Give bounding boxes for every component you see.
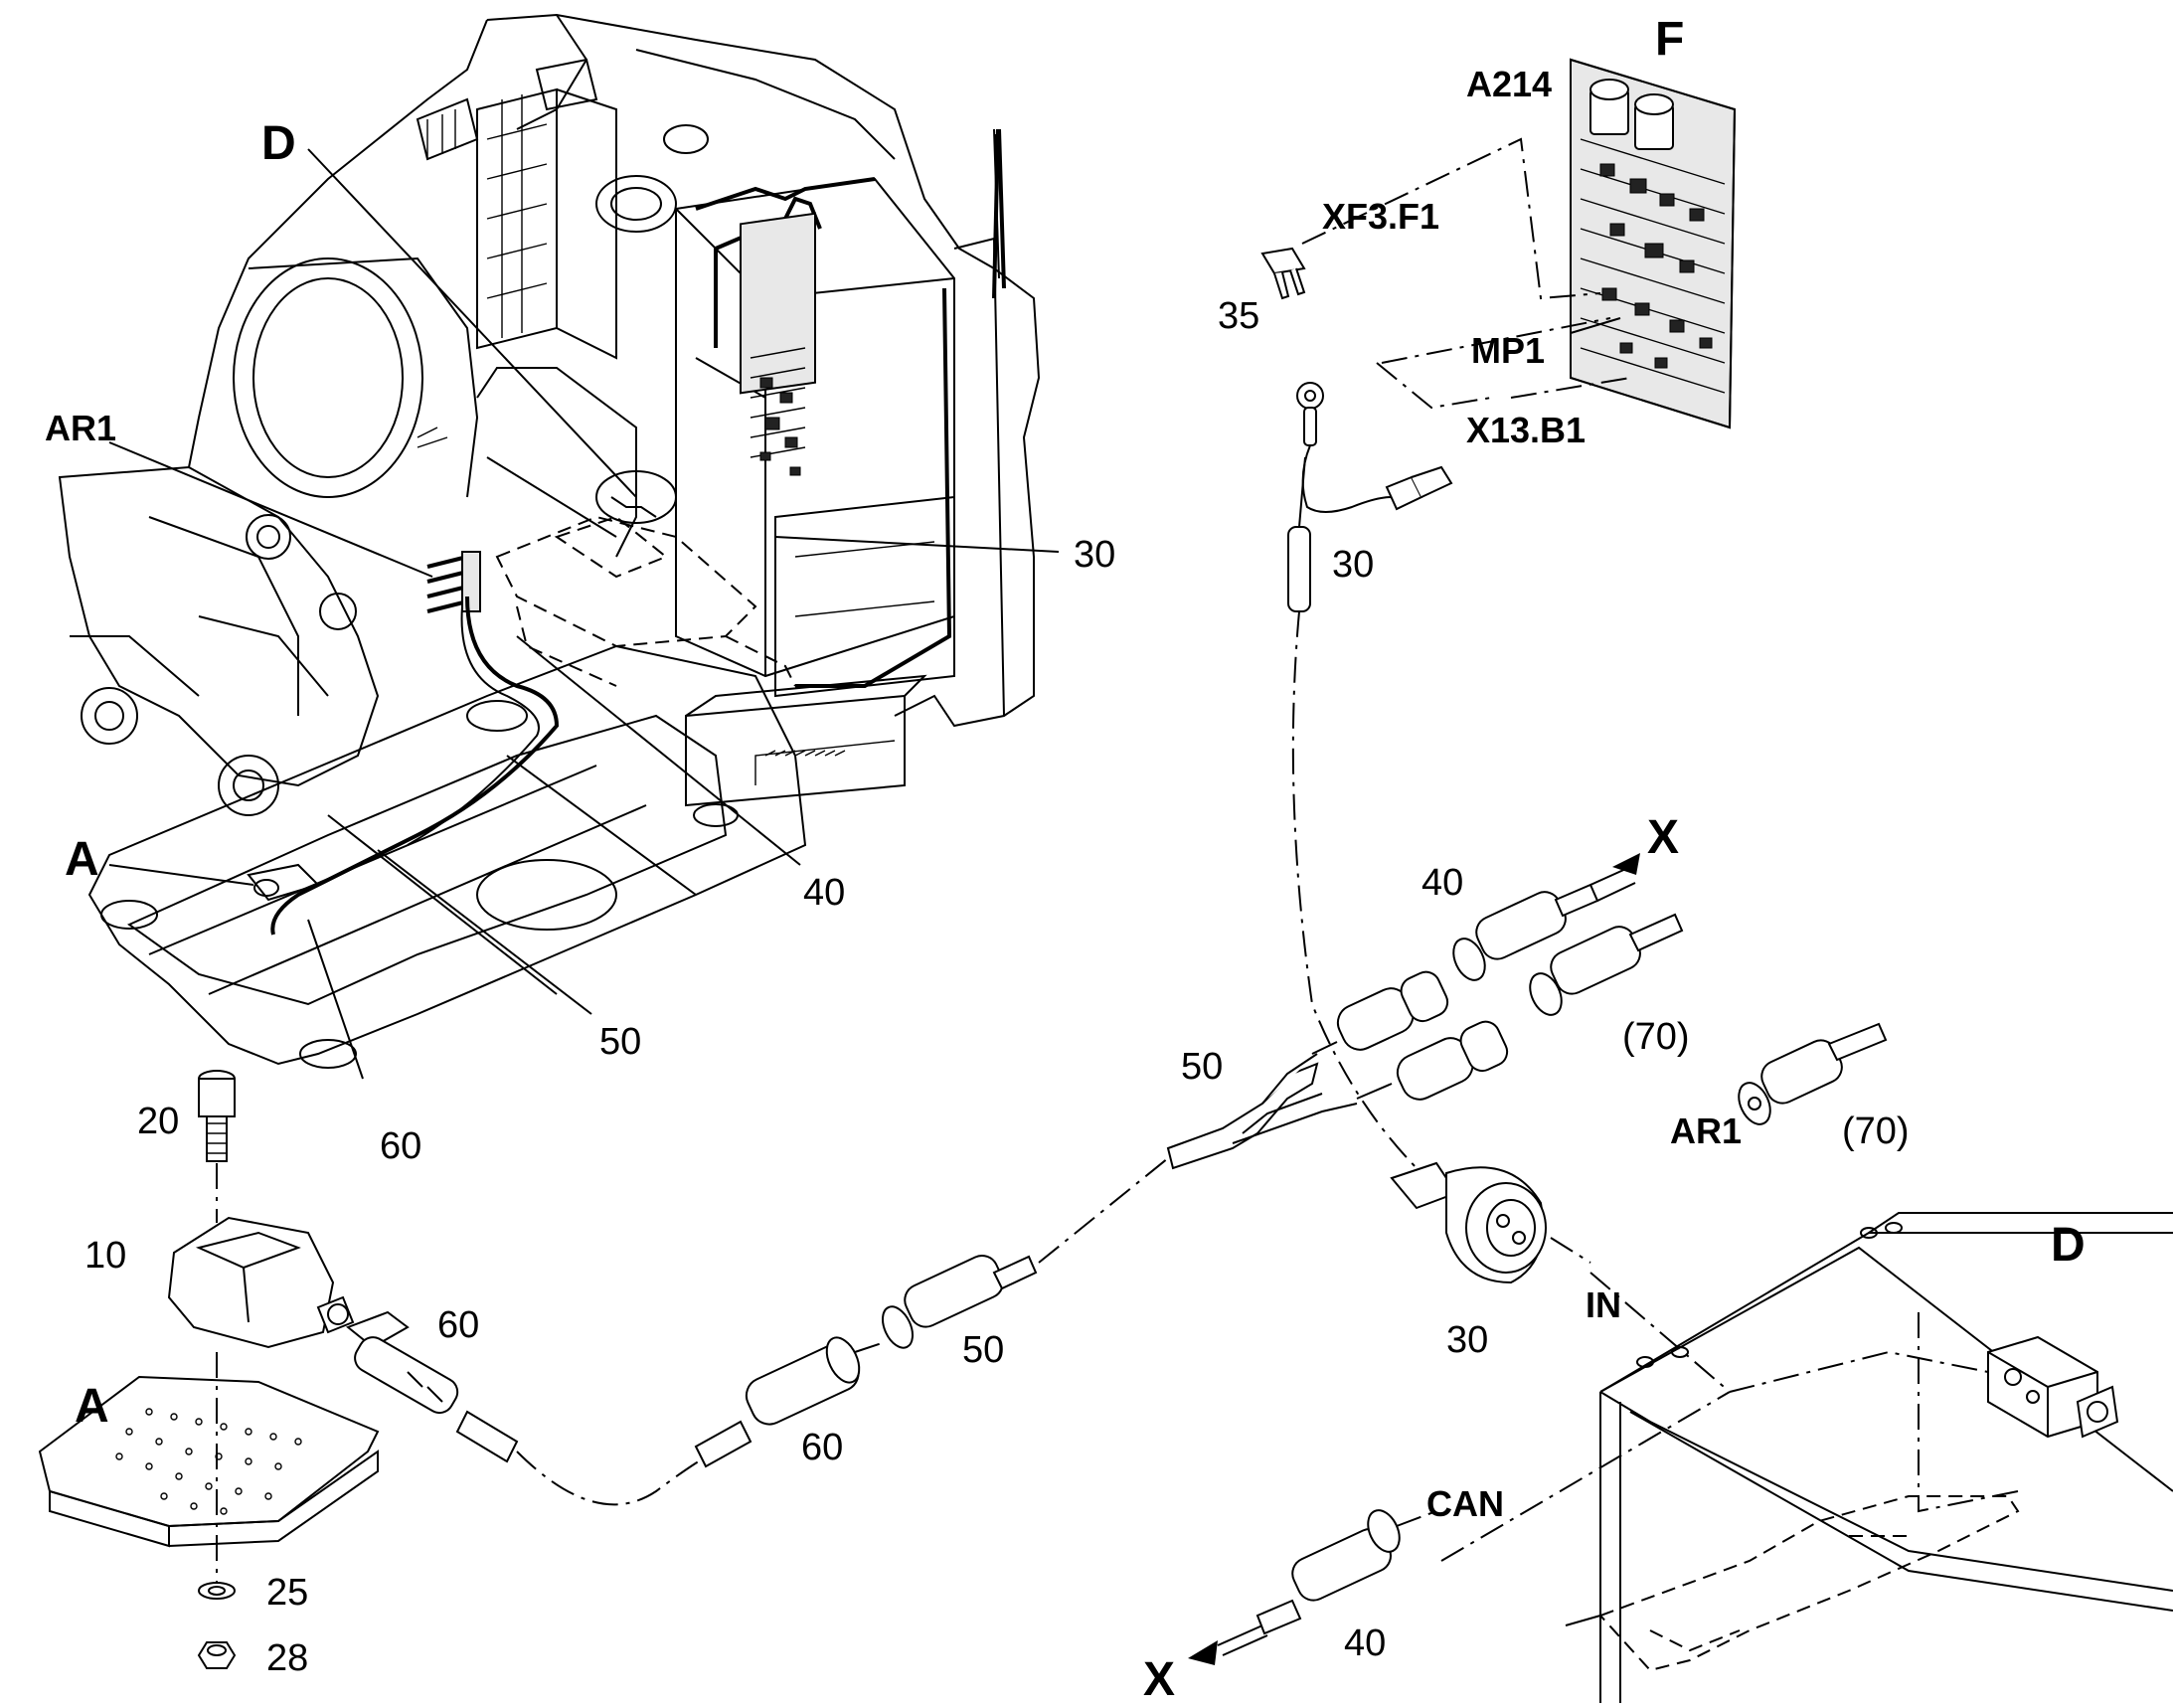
leader-lines-top [108,148,1060,1080]
label-35: 35 [1218,295,1259,337]
label-30-fuse: 30 [1332,544,1374,586]
detail-d-cabinet [1440,1212,2173,1703]
label-x-top: X [1647,811,1679,864]
machine-frame-illustration [58,13,1041,1069]
label-ar1-right: AR1 [1670,1110,1742,1151]
controller-board-a214 [1570,58,1737,429]
label-30-connector: 30 [1446,1319,1488,1361]
mp1-leader [1570,317,1621,334]
label-60-top: 60 [380,1125,421,1167]
label-60-low: 60 [801,1427,843,1468]
label-a214: A214 [1466,64,1552,104]
label-x13-b1: X13.B1 [1466,410,1586,450]
label-ar1-top: AR1 [45,408,116,448]
label-in: IN [1586,1284,1621,1325]
label-50-top: 50 [599,1021,641,1063]
label-70-a: (70) [1622,1016,1690,1058]
label-can: CAN [1426,1483,1504,1524]
label-detail-d-top: D [261,117,296,170]
label-detail-d-right: D [2051,1219,2086,1272]
label-50-right: 50 [1181,1046,1223,1088]
label-detail-a-top: A [65,833,99,886]
label-60-mid: 60 [437,1304,479,1346]
ring-terminal-30 [1287,382,1453,612]
label-28: 28 [266,1637,308,1679]
can-connector-40 [1188,1509,1437,1665]
label-detail-f: F [1655,13,1684,66]
callout-labels: D AR1 A 30 40 50 60 F A214 XF3.F1 35 MP1… [45,13,2086,1706]
label-40-top: 40 [803,872,845,914]
label-70-b: (70) [1842,1110,1910,1152]
board-dash-lines [1301,137,1631,410]
label-x-low: X [1143,1653,1175,1703]
label-20: 20 [137,1101,179,1142]
label-10: 10 [84,1235,126,1277]
label-40-right: 40 [1421,862,1463,904]
label-xf3-f1: XF3.F1 [1322,196,1439,237]
main-harness-exploded [346,610,1888,1506]
label-mp1: MP1 [1471,330,1545,371]
fuse-xf3-f1 [1260,247,1306,300]
sensor-mount-assembly [38,1070,380,1669]
label-30-top: 30 [1074,534,1115,576]
label-40-low: 40 [1344,1623,1386,1664]
label-detail-a-low: A [75,1380,109,1433]
label-50-mid: 50 [962,1329,1004,1371]
label-25: 25 [266,1572,308,1614]
